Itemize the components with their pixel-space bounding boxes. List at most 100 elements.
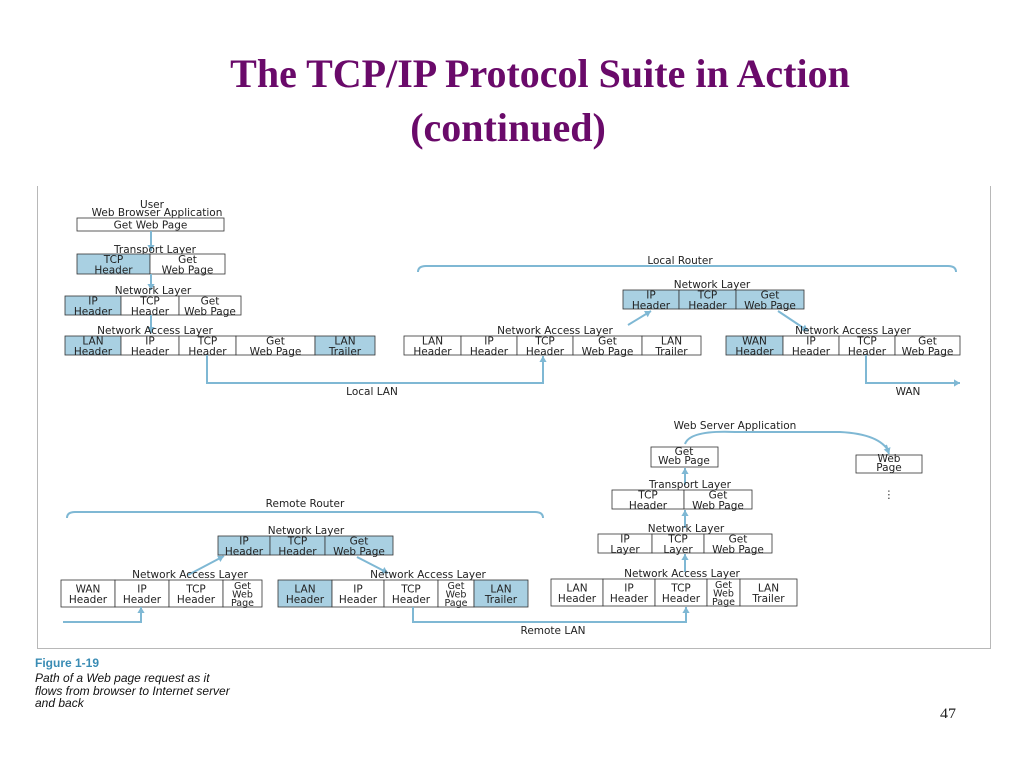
- remote-access-right-row-cell-text: Web: [446, 590, 467, 601]
- client-network-row-cell-text: Header: [131, 306, 170, 318]
- remote-access-right-row-cell-text: Get: [448, 581, 465, 592]
- label-client-network-access: Network Access Layer: [97, 325, 213, 337]
- arrow-local-lan-up-head: [539, 356, 547, 362]
- server-access-row-cell-lan-trailer: [739, 578, 798, 607]
- label-router-access-right: Network Access Layer: [795, 325, 911, 337]
- server-access-row-cell-text: LAN: [758, 582, 779, 594]
- arrow-router-down: [777, 310, 809, 332]
- server-access-row-cell-ip-header: [602, 578, 656, 607]
- client-access-row-cell-text: Trailer: [328, 346, 362, 358]
- figure-panel: [37, 186, 991, 649]
- path-wan-in: [63, 610, 142, 623]
- server-get-web-page-text: Web Page: [658, 455, 710, 467]
- server-network-row-cell-text: Layer: [663, 544, 693, 556]
- web-page-result-cell: [855, 454, 923, 474]
- remote-access-left-row-cell-text: TCP: [185, 583, 205, 595]
- label-remote-network: Network Layer: [268, 525, 345, 537]
- remote-access-right-row-cell-text: Header: [286, 594, 325, 606]
- label-client-network: Network Layer: [115, 285, 192, 297]
- server-access-row-cell-text: Header: [662, 593, 701, 605]
- arrow-client-transport-network-head: [147, 284, 155, 290]
- continued-dots: ⋮: [884, 489, 895, 501]
- arrow-router-down-head: [801, 324, 808, 331]
- client-access-row-cell-text: TCP: [197, 335, 217, 347]
- path-server-response: [684, 430, 890, 453]
- client-app-row-cell-text: Get Web Page: [114, 220, 188, 232]
- server-get-web-page-text: Get: [675, 446, 694, 458]
- server-access-row-cell-get-web-page-3line: [706, 578, 741, 607]
- label-user: User: [140, 199, 165, 211]
- client-network-row-cell-text: Header: [74, 306, 113, 318]
- remote-access-right-row-cell-text: LAN: [294, 583, 315, 595]
- label-local-router: Local Router: [647, 255, 713, 267]
- remote-access-left-row-cell-ip-header: [114, 579, 170, 608]
- path-local-lan: [206, 355, 544, 384]
- router-access-right-row-cell-text: TCP: [856, 335, 876, 347]
- remote-access-right-row-cell-text: Header: [339, 594, 378, 606]
- server-access-row-cell-text: LAN: [566, 582, 587, 594]
- client-network-row-cell-text: Get: [201, 295, 220, 307]
- arrow-server-transport-app-head: [681, 468, 689, 474]
- arrow-router-up-head: [644, 311, 651, 318]
- server-access-row-cell-text: Get: [715, 580, 732, 591]
- figure-caption: Path of a Web page request as it flows f…: [35, 672, 230, 710]
- remote-access-left-row-cell-wan-header: [60, 579, 116, 608]
- arrow-remote-lan-head: [682, 607, 690, 613]
- router-access-left-row-cell-lan-trailer: [641, 335, 702, 356]
- label-local-lan: Local LAN: [346, 386, 398, 398]
- remote-network-row-cell-text: Web Page: [333, 546, 385, 558]
- client-access-row-cell-text: Header: [188, 346, 227, 358]
- remote-network-row-cell-text: Get: [350, 535, 369, 547]
- arrow-remote-up: [187, 555, 225, 576]
- client-transport-row-cell-text: Get: [178, 254, 197, 266]
- server-access-row-cell-tcp-header: [654, 578, 708, 607]
- path-remote-lan: [412, 607, 687, 623]
- remote-access-right-row-cell-tcp-header: [383, 579, 439, 608]
- remote-access-left-row-cell-text: Header: [177, 594, 216, 606]
- client-network-row-cell-text: TCP: [139, 295, 159, 307]
- web-page-result-text: Web: [878, 453, 901, 465]
- router-access-right-row-cell-text: Web Page: [902, 346, 954, 358]
- remote-access-right-row-cell-lan-trailer: [473, 579, 529, 608]
- label-remote-access-right: Network Access Layer: [370, 569, 486, 581]
- label-client-transport: Transport Layer: [113, 244, 197, 256]
- server-access-row-cell-lan-header: [550, 578, 604, 607]
- router-access-left-row-cell-text: TCP: [534, 335, 554, 347]
- server-get-web-page-cell: [650, 446, 719, 468]
- router-network-row-cell-text: IP: [646, 289, 655, 301]
- remote-access-left-row-cell-text: Page: [231, 598, 254, 609]
- remote-network-row-cell-get-web-page: [324, 535, 394, 556]
- arrow-wan-in-head: [137, 607, 145, 613]
- server-access-row-cell-text: Trailer: [751, 593, 785, 605]
- router-access-left-row-cell-text: Header: [526, 346, 565, 358]
- router-access-right-row-cell-text: Get: [918, 335, 937, 347]
- server-network-row-cell-text: Web Page: [712, 544, 764, 556]
- router-network-row-cell-text: Header: [632, 300, 671, 312]
- label-router-network: Network Layer: [674, 279, 751, 291]
- remote-access-left-row-cell-text: WAN: [76, 583, 101, 595]
- client-access-row-cell-text: Web Page: [250, 346, 302, 358]
- router-access-right-row-cell-text: Header: [792, 346, 831, 358]
- brace-remote-router: [66, 511, 544, 519]
- router-access-left-row-cell-text: Header: [413, 346, 452, 358]
- server-transport-row-cell-get-web-page: [683, 489, 753, 510]
- client-network-row-cell-text: IP: [88, 295, 97, 307]
- router-access-left-row-cell-text: Web Page: [582, 346, 634, 358]
- label-server-access: Network Access Layer: [624, 568, 740, 580]
- remote-access-left-row-cell-text: Web: [232, 590, 253, 601]
- router-access-left-row-cell-text: LAN: [422, 335, 443, 347]
- remote-access-right-row-cell-text: LAN: [490, 583, 511, 595]
- client-access-row-cell-text: Get: [266, 335, 285, 347]
- arrow-client-app-transport-head: [147, 245, 155, 251]
- remote-access-right-row-cell-get-web-page-3line: [437, 579, 475, 608]
- client-access-row-cell-lan-trailer: [314, 335, 376, 356]
- server-transport-row-cell-text: Header: [629, 500, 668, 512]
- remote-access-left-row-cell-text: Header: [123, 594, 162, 606]
- server-network-row-cell-get-web-page: [703, 533, 773, 554]
- server-access-row-cell-text: IP: [624, 582, 633, 594]
- arrow-remote-up-head: [217, 555, 224, 562]
- remote-access-right-row-cell-text: Page: [445, 598, 468, 609]
- remote-access-left-row-cell-tcp-header: [168, 579, 224, 608]
- client-access-row-cell-text: Header: [131, 346, 170, 358]
